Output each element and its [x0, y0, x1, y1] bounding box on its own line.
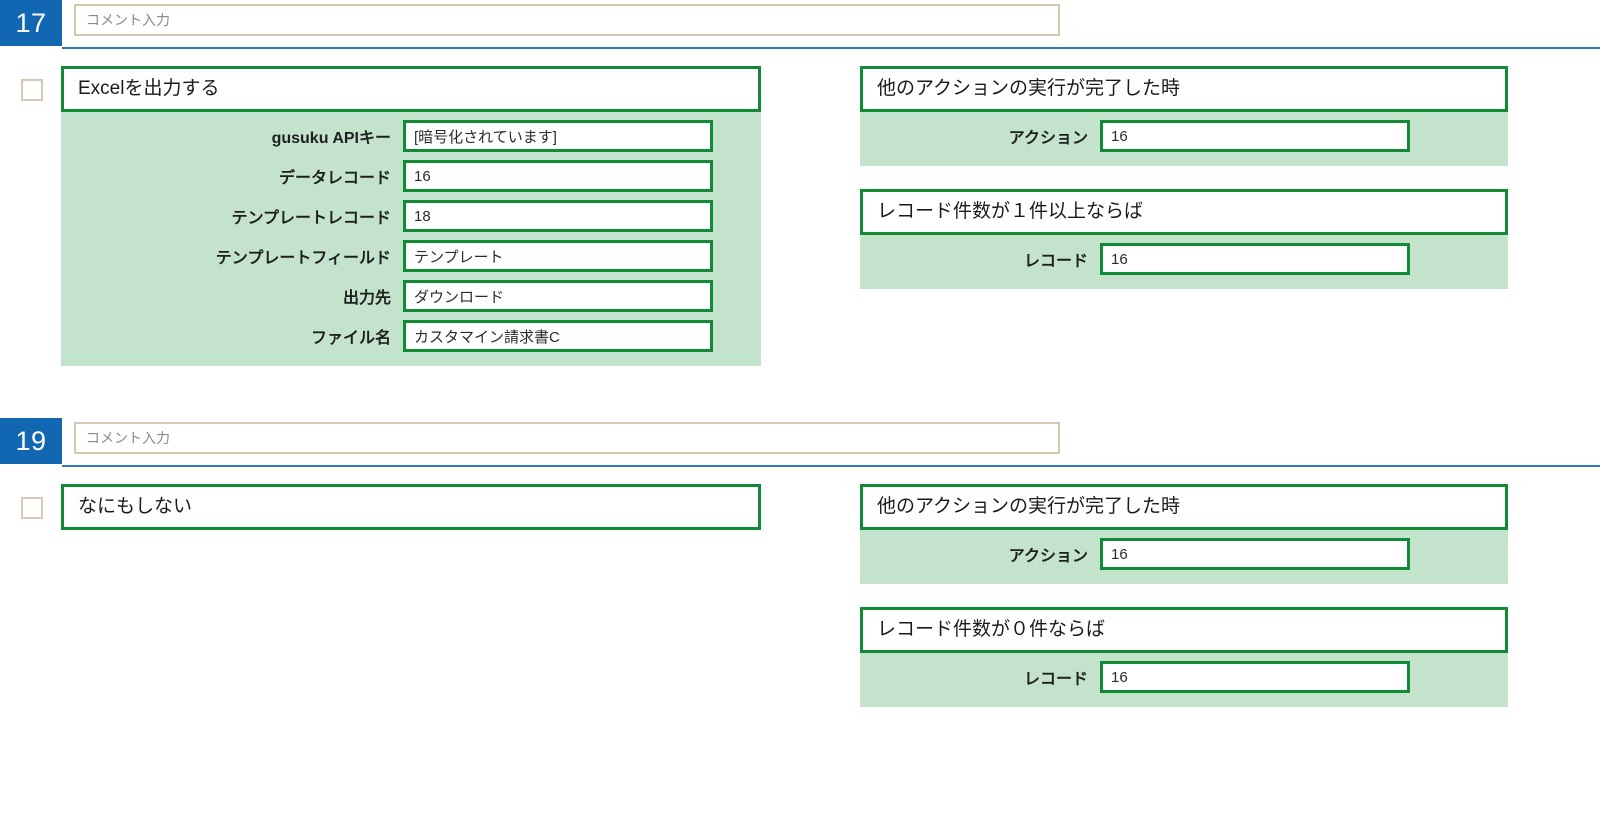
field-row: 出力先: [61, 280, 761, 312]
action-card-title[interactable]: なにもしない: [61, 484, 761, 530]
condition-card-fields: レコード: [860, 235, 1508, 289]
field-input-template-record[interactable]: [403, 200, 713, 232]
action-index-badge[interactable]: 19: [0, 418, 62, 464]
field-input-gusuku-api-key[interactable]: [403, 120, 713, 152]
field-input-data-record[interactable]: [403, 160, 713, 192]
block-body: Excelを出力する gusuku APIキー データレコード テンプレートレコ…: [0, 49, 1600, 366]
condition-card-title[interactable]: レコード件数が０件ならば: [860, 607, 1508, 653]
field-label: テンプレートフィールド: [215, 250, 391, 267]
block-body: なにもしない 他のアクションの実行が完了した時 アクション レコード件数が０件な…: [0, 467, 1600, 707]
row-divider: [62, 47, 1600, 49]
field-row: アクション: [860, 538, 1508, 570]
action-block-19: 19 なにもしない 他のアクションの実行が完了した時 アクション: [0, 418, 1600, 707]
comment-row: 19: [0, 418, 1600, 467]
field-label: レコード: [1023, 671, 1088, 688]
condition-card-trigger: 他のアクションの実行が完了した時 アクション: [860, 484, 1508, 584]
field-input-action[interactable]: [1100, 538, 1410, 570]
field-row: テンプレートレコード: [61, 200, 761, 232]
action-index-badge[interactable]: 17: [0, 0, 62, 46]
condition-card-title[interactable]: 他のアクションの実行が完了した時: [860, 66, 1508, 112]
condition-card-fields: アクション: [860, 530, 1508, 584]
field-input-record[interactable]: [1100, 661, 1410, 693]
condition-column: 他のアクションの実行が完了した時 アクション レコード件数が１件以上ならば レコ…: [860, 66, 1600, 366]
field-row: アクション: [860, 120, 1508, 152]
condition-card-record-count: レコード件数が１件以上ならば レコード: [860, 189, 1508, 289]
field-row: レコード: [860, 243, 1508, 275]
field-label: アクション: [1008, 130, 1088, 147]
action-column: なにもしない: [0, 484, 860, 707]
condition-column: 他のアクションの実行が完了した時 アクション レコード件数が０件ならば レコード: [860, 484, 1600, 707]
field-label: 出力先: [342, 290, 391, 307]
block-spacer: [0, 366, 1600, 418]
select-action-checkbox[interactable]: [21, 497, 43, 519]
field-label: レコード: [1023, 253, 1088, 270]
field-label: データレコード: [278, 170, 391, 187]
comment-input[interactable]: [74, 4, 1060, 36]
field-input-action[interactable]: [1100, 120, 1410, 152]
action-card-title[interactable]: Excelを出力する: [61, 66, 761, 112]
condition-card-trigger: 他のアクションの実行が完了した時 アクション: [860, 66, 1508, 166]
select-action-checkbox[interactable]: [21, 79, 43, 101]
field-input-file-name[interactable]: [403, 320, 713, 352]
action-block-17: 17 Excelを出力する gusuku APIキー データレコード: [0, 0, 1600, 366]
field-input-output-destination[interactable]: [403, 280, 713, 312]
field-label: テンプレートレコード: [231, 210, 391, 227]
action-card: Excelを出力する gusuku APIキー データレコード テンプレートレコ…: [61, 66, 761, 366]
field-label: ファイル名: [310, 330, 391, 347]
field-row: レコード: [860, 661, 1508, 693]
comment-row: 17: [0, 0, 1600, 49]
condition-card-record-count: レコード件数が０件ならば レコード: [860, 607, 1508, 707]
condition-card-fields: レコード: [860, 653, 1508, 707]
field-input-record[interactable]: [1100, 243, 1410, 275]
action-card-fields: gusuku APIキー データレコード テンプレートレコード テンプレートフィ…: [61, 112, 761, 366]
comment-input[interactable]: [74, 422, 1060, 454]
field-input-template-field[interactable]: [403, 240, 713, 272]
field-label: gusuku APIキー: [271, 130, 391, 147]
condition-card-title[interactable]: レコード件数が１件以上ならば: [860, 189, 1508, 235]
field-row: ファイル名: [61, 320, 761, 352]
field-row: テンプレートフィールド: [61, 240, 761, 272]
action-card: なにもしない: [61, 484, 761, 530]
row-divider: [62, 465, 1600, 467]
field-row: gusuku APIキー: [61, 120, 761, 152]
field-label: アクション: [1008, 548, 1088, 565]
action-column: Excelを出力する gusuku APIキー データレコード テンプレートレコ…: [0, 66, 860, 366]
condition-card-fields: アクション: [860, 112, 1508, 166]
field-row: データレコード: [61, 160, 761, 192]
condition-card-title[interactable]: 他のアクションの実行が完了した時: [860, 484, 1508, 530]
